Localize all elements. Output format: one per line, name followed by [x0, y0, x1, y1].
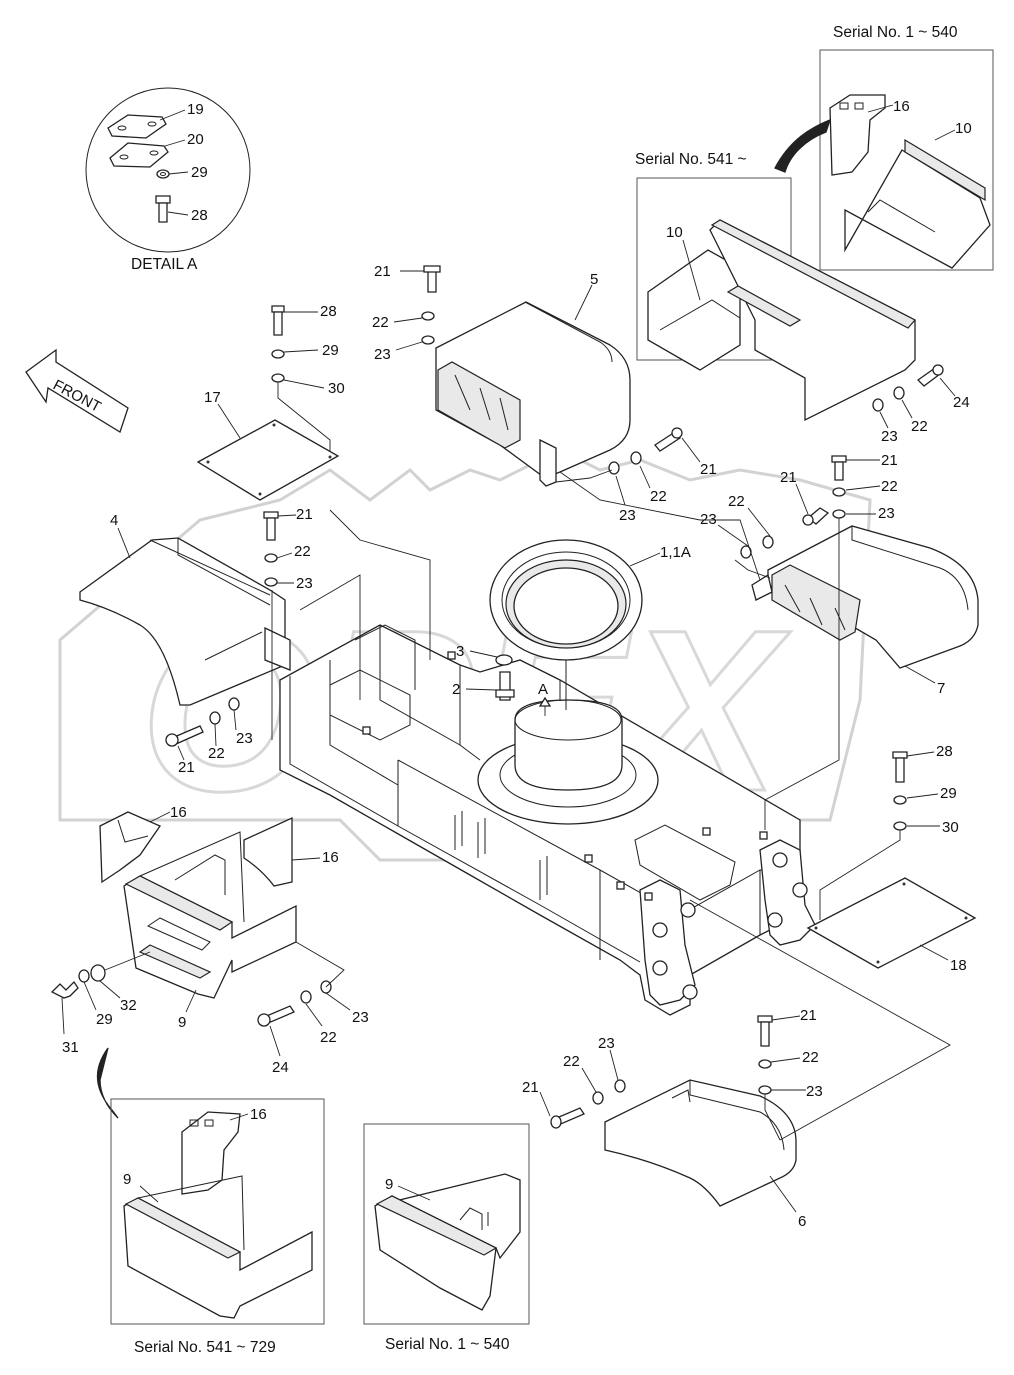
part-label-23-top: 23	[374, 346, 391, 363]
connector-lines	[271, 471, 761, 740]
part-label-23-b: 23	[352, 1009, 369, 1026]
part-label-23-bl: 23	[236, 730, 253, 747]
part-label-21-rr: 21	[780, 469, 797, 486]
part-label-10-mid: 10	[666, 224, 683, 241]
part-label-10-top: 10	[955, 120, 972, 137]
view-marker-a: A	[538, 681, 548, 698]
part-label-3: 3	[456, 643, 464, 660]
part-label-9-bl: 9	[123, 1171, 131, 1188]
part-label-16-bl: 16	[250, 1106, 267, 1123]
part-label-21-r: 21	[700, 461, 717, 478]
cover-6: 21 22 23 21 22 23 6	[522, 899, 951, 1230]
part-label-22-top: 22	[372, 314, 389, 331]
part-label-21-top: 21	[374, 263, 391, 280]
part-label-31: 31	[62, 1039, 79, 1056]
part-label-23-mid: 23	[296, 575, 313, 592]
bolt-group-bottom-left: 24 22 23	[257, 941, 369, 1076]
part-label-21-bc: 21	[522, 1079, 539, 1096]
part-label-22-c: 22	[881, 478, 898, 495]
part-label-22-br: 22	[802, 1049, 819, 1066]
part-label-28-r: 28	[936, 743, 953, 760]
part-label-18: 18	[950, 957, 967, 974]
part-label-29: 29	[191, 164, 208, 181]
serial-1-540-bottom-inset: 9 Serial No. 1 ~ 540	[363, 1123, 530, 1353]
part-label-23-c: 23	[878, 505, 895, 522]
part-label-9-bc: 9	[385, 1176, 393, 1193]
part-label-22-tr: 22	[911, 418, 928, 435]
bolt-group-center: 21 22 23	[555, 427, 717, 524]
part-label-28: 28	[191, 207, 208, 224]
part-label-9: 9	[178, 1014, 186, 1031]
plate-18-group: 28 29 30 18	[806, 743, 977, 974]
part-label-21-br: 21	[800, 1007, 817, 1024]
part-label-7: 7	[937, 680, 945, 697]
part-label-22-bl: 22	[208, 745, 225, 762]
cover-5: 21 22 23 5	[372, 263, 631, 487]
serial-541-top-inset: Serial No. 541 ~ 10 24 22 23	[635, 151, 970, 445]
part-label-30-r: 30	[942, 819, 959, 836]
part-label-30-left: 30	[328, 380, 345, 397]
part-label-5: 5	[590, 271, 598, 288]
part-label-4: 4	[110, 512, 118, 529]
main-frame	[279, 624, 816, 1016]
cover-7: 21 22 23 21 22 23 7	[700, 452, 979, 830]
part-label-24-tr: 24	[953, 394, 970, 411]
caption-serial-541-729: Serial No. 541 ~ 729	[134, 1339, 276, 1356]
part-label-16-l2: 16	[322, 849, 339, 866]
part-label-2: 2	[452, 681, 460, 698]
part-label-29-r: 29	[940, 785, 957, 802]
part-label-23-tr: 23	[881, 428, 898, 445]
detail-a-circle	[85, 87, 251, 253]
swing-bearing: 1,1A 3 2 A	[452, 539, 691, 716]
caption-detail-a: DETAIL A	[131, 256, 198, 273]
caption-serial-1-540-top: Serial No. 1 ~ 540	[833, 24, 958, 41]
step-9-group: 16 16 9 31 29 32	[50, 804, 339, 1056]
part-label-22-r: 22	[650, 488, 667, 505]
part-label-21-c: 21	[881, 452, 898, 469]
part-label-24-b: 24	[272, 1059, 289, 1076]
part-label-32: 32	[120, 997, 137, 1014]
part-label-28-left: 28	[320, 303, 337, 320]
part-label-29-b: 29	[96, 1011, 113, 1028]
plate-17-group: 28 29 30 17	[196, 303, 345, 501]
part-label-23-rr: 23	[700, 511, 717, 528]
serial-541-729-bottom-inset: 16 9 Serial No. 541 ~ 729	[96, 1047, 325, 1356]
part-label-20: 20	[187, 131, 204, 148]
part-label-23-br: 23	[806, 1083, 823, 1100]
serial-1-540-top-inset: Serial No. 1 ~ 540 16 10	[774, 24, 994, 271]
part-label-22-bc: 22	[563, 1053, 580, 1070]
bolt-group-left-mid: 21 22 23	[263, 506, 313, 592]
part-label-22-mid: 22	[294, 543, 311, 560]
part-label-23-bc: 23	[598, 1035, 615, 1052]
part-label-6: 6	[798, 1213, 806, 1230]
detail-a: 19 20 29 28 DETAIL A	[85, 87, 251, 273]
cover-4: 4 21 22 23	[79, 512, 291, 776]
part-label-19: 19	[187, 101, 204, 118]
part-label-16-l1: 16	[170, 804, 187, 821]
part-label-16-top: 16	[893, 98, 910, 115]
part-label-21-bl: 21	[178, 759, 195, 776]
part-label-22-rr: 22	[728, 493, 745, 510]
part-label-1-1a: 1,1A	[660, 544, 691, 561]
caption-serial-1-540-bottom: Serial No. 1 ~ 540	[385, 1336, 510, 1353]
part-label-22-b: 22	[320, 1029, 337, 1046]
part-label-29-left: 29	[322, 342, 339, 359]
caption-serial-541-top: Serial No. 541 ~	[635, 151, 747, 168]
part-label-17: 17	[204, 389, 221, 406]
part-label-21-mid: 21	[296, 506, 313, 523]
part-label-23-r: 23	[619, 507, 636, 524]
front-arrow: FRONT	[25, 348, 129, 433]
